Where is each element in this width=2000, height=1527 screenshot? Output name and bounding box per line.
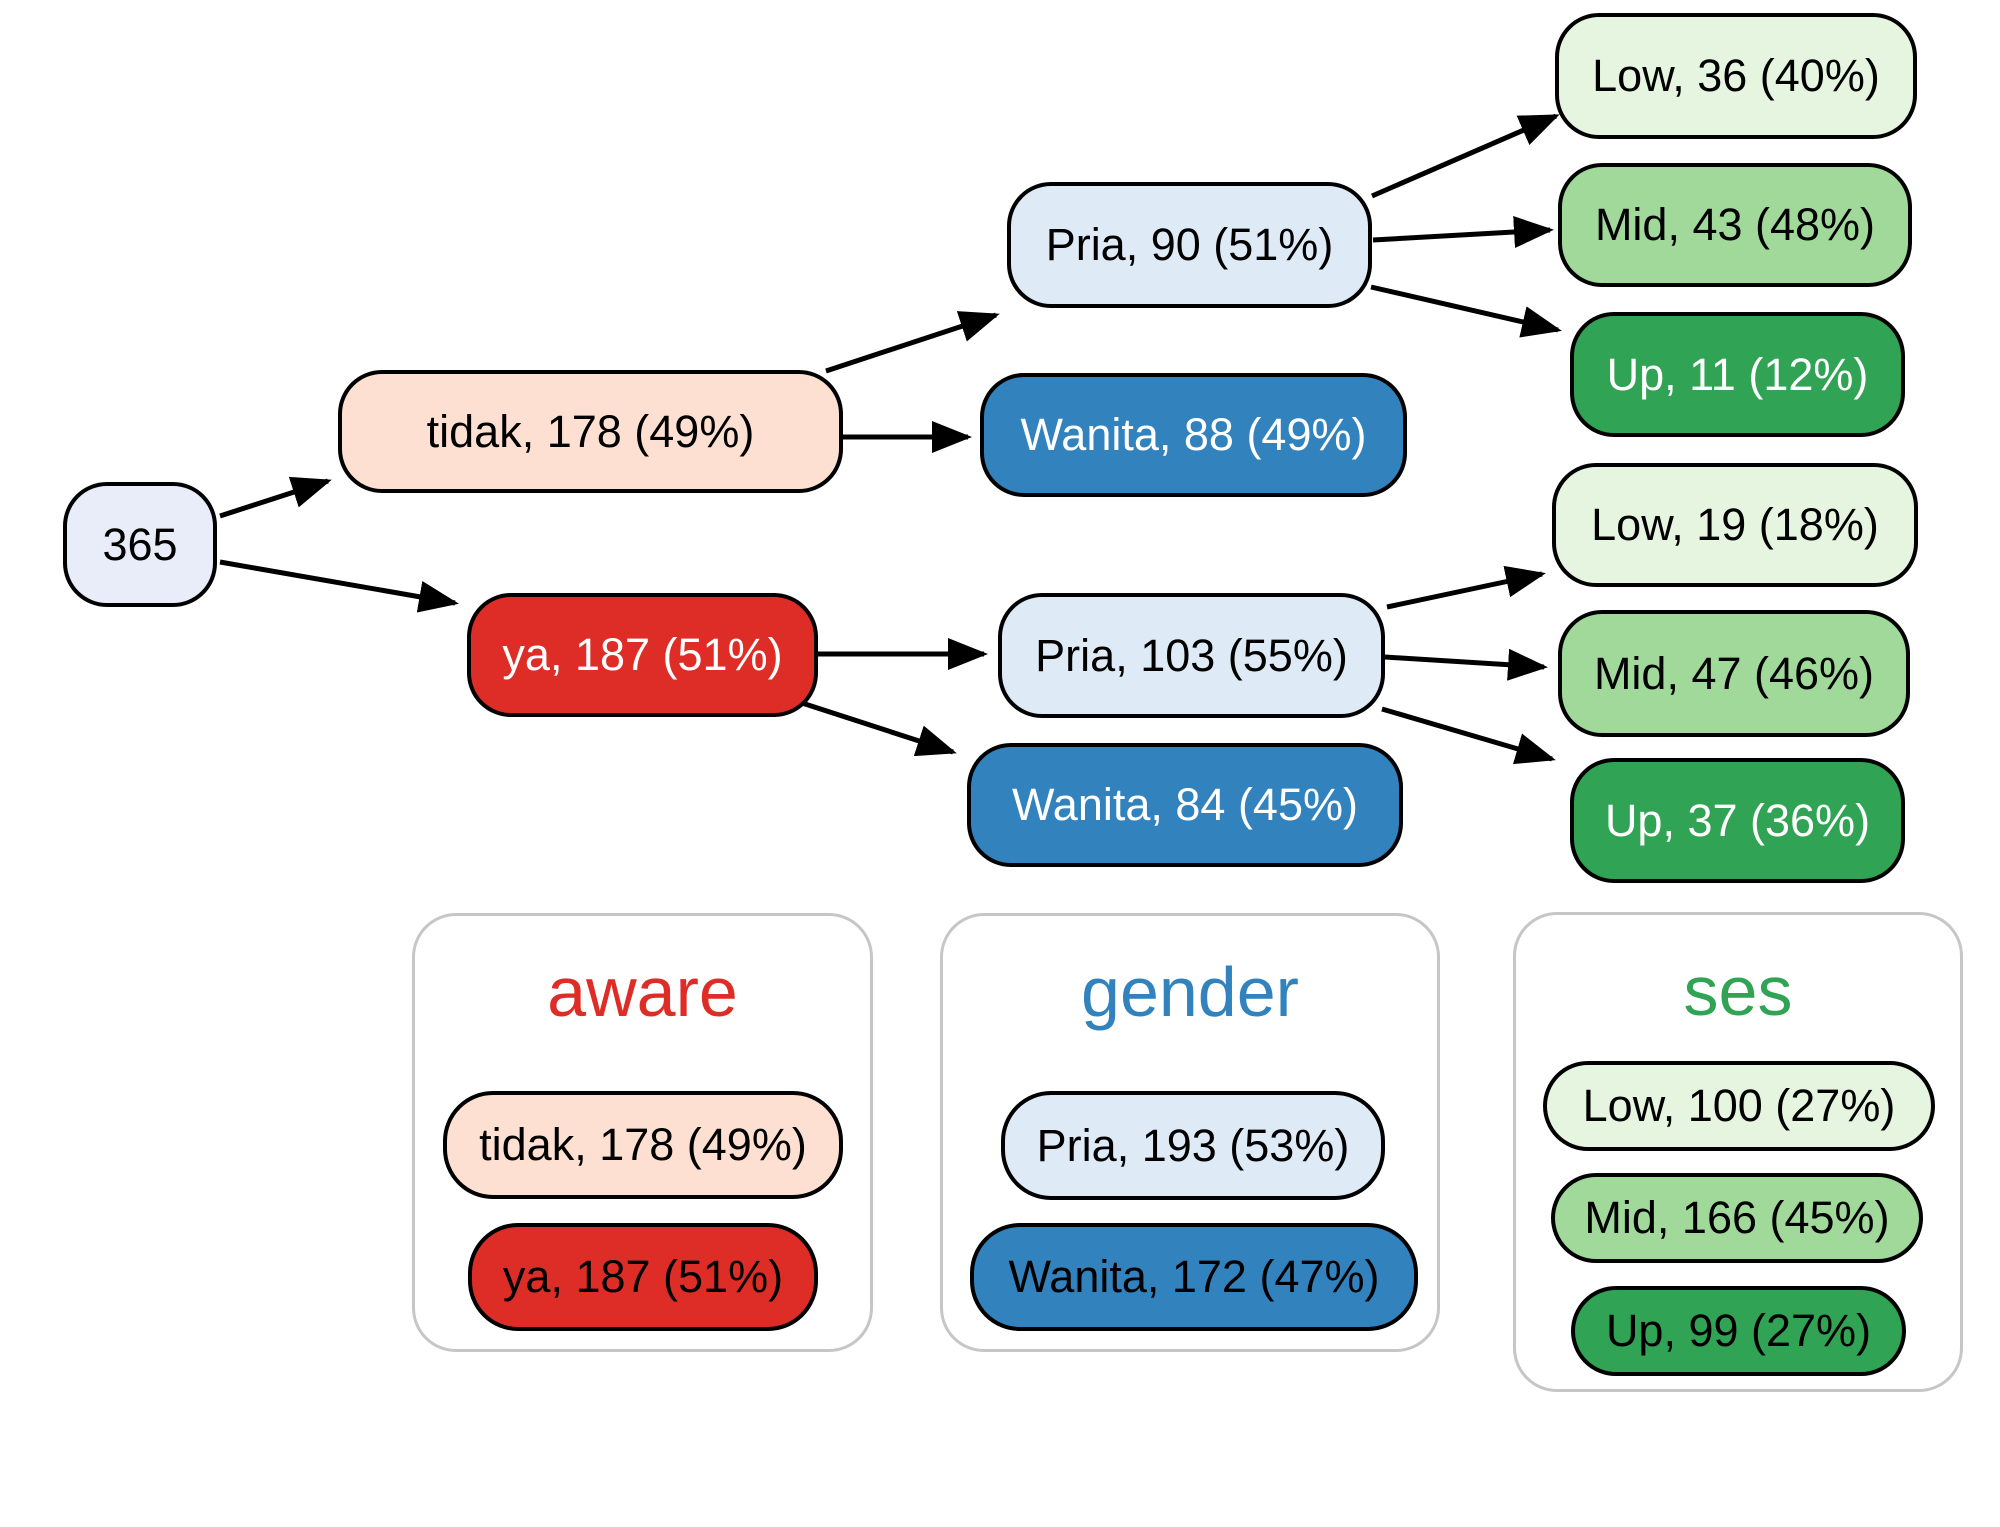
legend-panel-gender: gender Pria, 193 (53%) Wanita, 172 (47%) <box>940 913 1440 1352</box>
edge-pria90-up <box>1370 284 1562 338</box>
edge-tidak-pria <box>825 311 1000 374</box>
legend-item-ya: ya, 187 (51%) <box>468 1223 818 1331</box>
node-pria-90: Pria, 90 (51%) <box>1007 182 1372 308</box>
edge-pria90-mid <box>1372 216 1554 249</box>
legend-item-tidak: tidak, 178 (49%) <box>443 1091 843 1199</box>
edge-root-tidak <box>219 476 332 519</box>
legend-panel-aware: aware tidak, 178 (49%) ya, 187 (51%) <box>412 913 873 1352</box>
legend-title-gender: gender <box>1081 953 1299 1031</box>
edge-pria103-up <box>1381 706 1556 765</box>
legend-title-aware: aware <box>547 953 738 1031</box>
edge-pria90-low <box>1371 113 1560 199</box>
legend-item-up: Up, 99 (27%) <box>1571 1286 1906 1376</box>
legend-item-mid: Mid, 166 (45%) <box>1551 1173 1923 1263</box>
legend-item-wanita: Wanita, 172 (47%) <box>970 1223 1418 1331</box>
node-low-36: Low, 36 (40%) <box>1555 13 1917 139</box>
node-mid-47: Mid, 47 (46%) <box>1558 610 1910 737</box>
node-pria-103: Pria, 103 (55%) <box>998 593 1385 718</box>
edge-ya-wanita <box>801 700 957 757</box>
edge-pria103-mid <box>1384 648 1548 681</box>
node-up-37: Up, 37 (36%) <box>1570 758 1905 883</box>
node-low-19: Low, 19 (18%) <box>1552 463 1918 587</box>
edge-root-ya <box>219 559 459 613</box>
legend-panel-ses: ses Low, 100 (27%) Mid, 166 (45%) Up, 99… <box>1513 912 1963 1392</box>
legend-item-pria: Pria, 193 (53%) <box>1001 1091 1385 1200</box>
node-ya: ya, 187 (51%) <box>467 593 818 717</box>
legend-title-ses: ses <box>1683 952 1793 1030</box>
edge-pria103-low <box>1386 565 1546 610</box>
node-tidak: tidak, 178 (49%) <box>338 370 843 493</box>
node-root-365: 365 <box>63 482 217 607</box>
node-wanita-88: Wanita, 88 (49%) <box>980 373 1407 497</box>
node-mid-43: Mid, 43 (48%) <box>1558 163 1912 287</box>
legend-item-low: Low, 100 (27%) <box>1543 1061 1935 1151</box>
node-up-11: Up, 11 (12%) <box>1570 312 1905 437</box>
node-wanita-84: Wanita, 84 (45%) <box>967 743 1403 867</box>
